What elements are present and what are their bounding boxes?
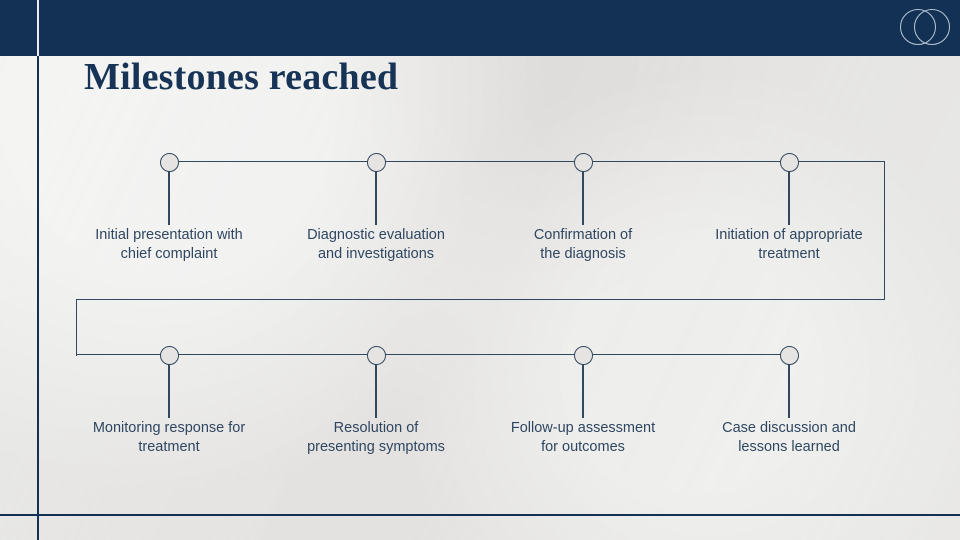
milestone-label-5-line2: treatment (138, 439, 200, 455)
milestone-label-5-line1: Monitoring response for (92, 420, 246, 436)
page-title: Milestones reached (84, 56, 399, 98)
row1-to-row2-return-line (76, 298, 885, 300)
milestone-label-1-line2: chief complaint (120, 246, 218, 262)
milestone-label-4: Initiation of appropriate treatment (689, 226, 889, 264)
milestone-stem-8 (788, 364, 790, 418)
milestone-stem-3 (582, 171, 584, 225)
milestone-label-2-line1: Diagnostic evaluation (307, 227, 445, 243)
milestone-node-1[interactable] (159, 152, 179, 172)
milestone-label-1: Initial presentation with chief complain… (69, 226, 269, 264)
row2-spine-line (76, 354, 789, 356)
milestone-stem-7 (582, 364, 584, 418)
milestone-node-5[interactable] (159, 345, 179, 365)
milestone-node-6[interactable] (366, 345, 386, 365)
header-bar (0, 0, 960, 56)
logo-circle-right (914, 9, 950, 45)
two-overlapping-circles-logo (900, 9, 950, 47)
milestone-stem-4 (788, 171, 790, 225)
row1-spine-line (169, 161, 885, 163)
milestone-node-4[interactable] (779, 152, 799, 172)
milestone-label-4-line2: treatment (758, 246, 820, 262)
milestone-label-2-line2: and investigations (317, 246, 435, 262)
milestone-label-4-line1: Initiation of appropriate (715, 227, 863, 243)
milestone-label-6-line2: presenting symptoms (307, 439, 445, 455)
row2-entry-down-connector (76, 298, 78, 356)
milestone-stem-6 (375, 364, 377, 418)
milestone-label-8: Case discussion and lessons learned (689, 419, 889, 457)
milestone-label-8-line1: Case discussion and (722, 420, 856, 436)
milestone-node-3[interactable] (573, 152, 593, 172)
milestone-label-7-line1: Follow-up assessment (510, 420, 656, 436)
milestone-label-7-line2: for outcomes (541, 439, 625, 455)
milestone-label-5: Monitoring response for treatment (69, 419, 269, 457)
milestone-label-8-line2: lessons learned (738, 439, 840, 455)
milestone-node-7[interactable] (573, 345, 593, 365)
milestone-stem-2 (375, 171, 377, 225)
milestone-label-6: Resolution of presenting symptoms (276, 419, 476, 457)
milestone-stem-5 (168, 364, 170, 418)
vertical-rule-top (37, 0, 39, 56)
milestone-label-2: Diagnostic evaluation and investigations (276, 226, 476, 264)
milestone-node-2[interactable] (366, 152, 386, 172)
milestone-label-6-line1: Resolution of (333, 420, 419, 436)
milestone-node-8[interactable] (779, 345, 799, 365)
milestone-label-3-line2: the diagnosis (540, 246, 626, 262)
milestone-label-3-line1: Confirmation of (533, 227, 633, 243)
vertical-rule-body (37, 56, 39, 540)
footer-rule (0, 514, 960, 516)
milestone-label-7: Follow-up assessment for outcomes (483, 419, 683, 457)
milestone-label-1-line1: Initial presentation with (95, 227, 243, 243)
row1-to-row2-down-connector (883, 161, 885, 300)
milestone-stem-1 (168, 171, 170, 225)
milestone-label-3: Confirmation of the diagnosis (483, 226, 683, 264)
